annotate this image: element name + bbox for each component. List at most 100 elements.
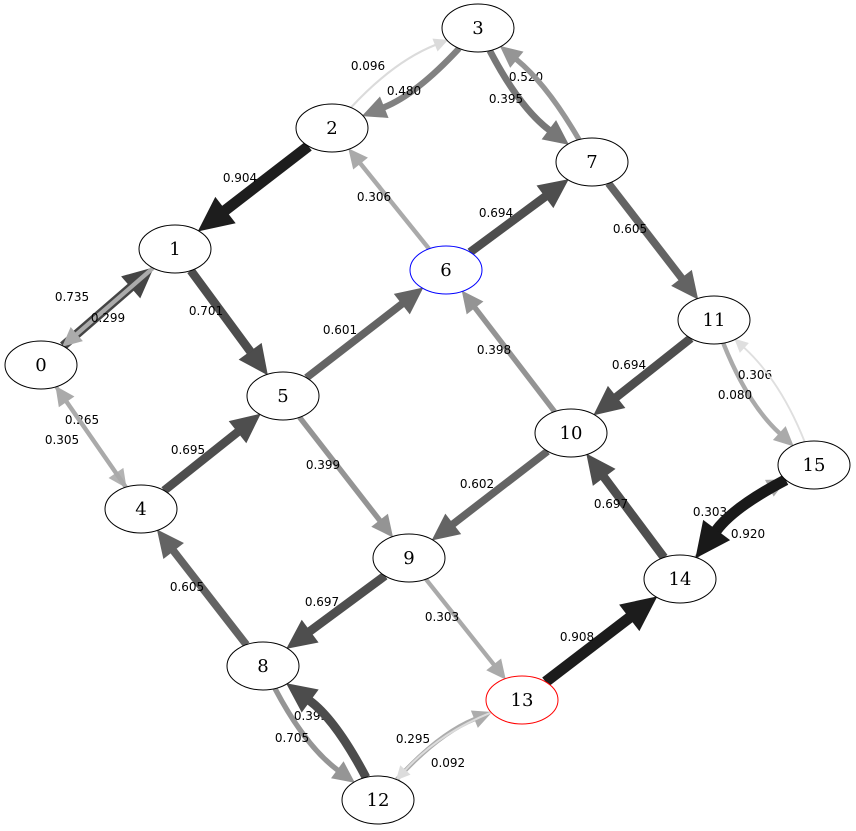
edge-arrowhead xyxy=(541,120,569,145)
edge-line xyxy=(350,43,436,109)
edge-arrowhead xyxy=(371,513,394,538)
edge-line xyxy=(467,193,548,256)
edge-weight-label: 0.735 xyxy=(55,290,89,304)
edge-weight-label: 0.303 xyxy=(693,505,727,519)
node-ellipse xyxy=(777,440,851,490)
node-14[interactable]: 14 xyxy=(643,554,717,604)
node-ellipse xyxy=(534,408,608,458)
edge-arrowhead xyxy=(228,413,261,444)
edge-line xyxy=(472,305,557,414)
edge-weight-label: 0.399 xyxy=(306,458,340,472)
node-label: 1 xyxy=(169,239,180,260)
edge-line xyxy=(307,697,370,780)
edge-13-12: 0.092 xyxy=(395,711,492,781)
node-9[interactable]: 9 xyxy=(372,533,446,583)
node-label: 8 xyxy=(257,656,268,677)
node-4[interactable]: 4 xyxy=(104,484,178,534)
node-13[interactable]: 13 xyxy=(485,675,559,725)
edge-line xyxy=(605,180,685,281)
edge-arrowhead xyxy=(238,342,268,376)
edge-arrowhead xyxy=(536,179,569,209)
edge-line xyxy=(743,346,806,443)
edge-weight-label: 0.265 xyxy=(65,413,99,427)
node-ellipse xyxy=(677,295,751,345)
node-2[interactable]: 2 xyxy=(295,103,369,153)
node-1[interactable]: 1 xyxy=(138,224,212,274)
edge-13-14: 0.908 xyxy=(542,596,658,687)
edge-line xyxy=(272,687,340,773)
edge-weight-label: 0.697 xyxy=(305,595,339,609)
edge-2-3: 0.096 xyxy=(350,38,449,109)
edge-10-9: 0.602 xyxy=(431,448,550,541)
node-7[interactable]: 7 xyxy=(555,137,629,187)
node-0[interactable]: 0 xyxy=(4,340,78,390)
node-ellipse xyxy=(409,245,483,295)
node-10[interactable]: 10 xyxy=(534,408,608,458)
node-8[interactable]: 8 xyxy=(226,641,300,691)
edge-weight-label: 0.694 xyxy=(612,358,646,372)
edge-line xyxy=(600,474,668,561)
edge-weight-label: 0.701 xyxy=(189,304,223,318)
edge-7-11: 0.605 xyxy=(605,180,699,300)
node-label: 9 xyxy=(403,548,414,569)
node-11[interactable]: 11 xyxy=(677,295,751,345)
edge-weight-label: 0.920 xyxy=(731,527,765,541)
node-5[interactable]: 5 xyxy=(246,371,320,421)
edge-arrowhead xyxy=(348,148,368,170)
edge-arrowhead xyxy=(619,596,658,632)
node-3[interactable]: 3 xyxy=(441,3,515,53)
edge-weight-label: 0.705 xyxy=(275,731,309,745)
edge-10-6: 0.398 xyxy=(461,290,557,414)
node-label: 4 xyxy=(135,499,146,520)
node-15[interactable]: 15 xyxy=(777,440,851,490)
edge-weight-label: 0.306 xyxy=(357,190,391,204)
edge-line xyxy=(382,46,462,111)
node-label: 10 xyxy=(560,423,583,444)
edge-5-6: 0.601 xyxy=(304,287,424,381)
edge-arrowhead xyxy=(593,385,626,416)
node-ellipse xyxy=(226,641,300,691)
edge-5-9: 0.399 xyxy=(297,415,394,538)
edge-arrowhead xyxy=(62,326,83,347)
edge-line xyxy=(187,268,255,355)
node-label: 6 xyxy=(440,260,451,281)
edge-line xyxy=(161,428,241,494)
edge-weight-label: 0.092 xyxy=(431,756,465,770)
edge-2-1: 0.904 xyxy=(197,141,312,232)
edge-15-11: 0.080 xyxy=(718,338,806,443)
edge-3-2: 0.480 xyxy=(361,46,462,118)
edge-arrowhead xyxy=(286,683,319,713)
edge-arrowhead xyxy=(695,519,731,559)
edge-line xyxy=(307,572,388,635)
edge-line xyxy=(64,400,128,489)
edge-arrowhead xyxy=(734,338,749,353)
edge-weight-label: 0.694 xyxy=(479,206,513,220)
edge-arrowhead xyxy=(156,529,184,559)
node-label: 12 xyxy=(367,790,390,811)
edge-weight-label: 0.695 xyxy=(171,443,205,457)
edge-arrowhead xyxy=(431,513,462,541)
edge-weight-label: 0.605 xyxy=(170,580,204,594)
edge-arrowhead xyxy=(772,426,794,447)
edge-weight-label: 0.305 xyxy=(45,433,79,447)
node-6[interactable]: 6 xyxy=(409,245,483,295)
edge-arrowhead xyxy=(331,761,355,783)
edge-line xyxy=(450,448,550,528)
edge-11-15: 0.306 xyxy=(721,342,794,447)
edge-weight-label: 0.303 xyxy=(425,610,459,624)
node-ellipse xyxy=(372,533,446,583)
edge-line xyxy=(514,57,582,141)
edge-weight-label: 0.602 xyxy=(460,477,494,491)
edge-9-13: 0.303 xyxy=(424,577,506,680)
edge-line xyxy=(404,711,492,771)
edge-arrowhead xyxy=(361,96,389,118)
node-12[interactable]: 12 xyxy=(341,775,415,825)
node-label: 11 xyxy=(703,310,726,331)
node-ellipse xyxy=(4,340,78,390)
edge-weight-label: 0.398 xyxy=(477,343,511,357)
edge-arrowhead xyxy=(486,658,506,680)
edge-weight-label: 0.299 xyxy=(91,311,125,325)
edge-weight-label: 0.601 xyxy=(323,323,357,337)
